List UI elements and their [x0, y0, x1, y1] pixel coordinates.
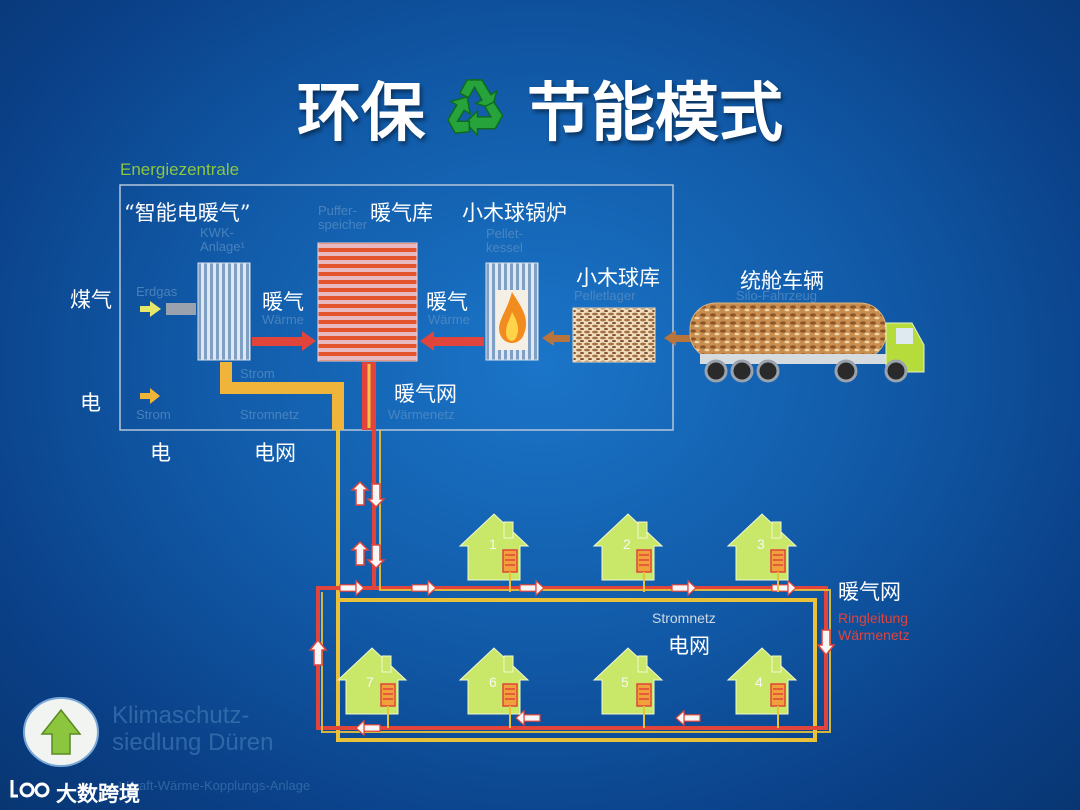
silo-truck: [689, 302, 925, 383]
power-in-arrow: [140, 388, 160, 404]
ring-label-de: Ringleitung Wärmenetz: [838, 610, 910, 643]
pellet-store: [572, 307, 656, 363]
gas-label-cn: 煤气: [70, 288, 112, 312]
power-grid-line: [336, 430, 817, 742]
grid-label-de: Stromnetz: [240, 407, 300, 422]
power-line-inside: [220, 362, 344, 430]
house-7: [337, 647, 407, 728]
chp-label-de: KWK-Anlage¹: [200, 225, 245, 254]
power-in-label-cn: 电: [80, 391, 101, 415]
heat-arrow-1: [252, 331, 316, 351]
pellet-boiler: [485, 262, 539, 361]
pellet-store-cn: 小木球库: [576, 266, 660, 290]
ring-up-arrow: [308, 638, 328, 666]
house-number: 2: [623, 536, 631, 552]
energy-central-frame: [119, 184, 674, 431]
brand-logo-icon: [10, 780, 50, 798]
network-grid-de: Stromnetz: [652, 610, 716, 626]
fuel-arrow-2: [664, 330, 694, 346]
house-number: 1: [489, 536, 497, 552]
chp-unit: [197, 262, 251, 361]
house-arrow-icon: [23, 697, 99, 767]
buffer-label-cn: 暖气库: [370, 201, 433, 225]
logo-text: Klimaschutz-siedlung Düren: [112, 702, 274, 756]
heat1-label-de: Wärme: [262, 312, 304, 327]
heat-arrow-2: [420, 331, 484, 351]
fuel-arrow-1: [542, 330, 570, 346]
power-out-label-cn: 电: [150, 441, 171, 465]
house-number: 5: [621, 674, 629, 690]
heat-ring-line: [316, 430, 828, 730]
heatnet-label-de: Wärmenetz: [388, 407, 455, 422]
gas-label-de: Erdgas: [136, 284, 178, 299]
house-2: [593, 513, 663, 592]
chp-label-cn: “智能电暖气”: [124, 201, 251, 225]
title-left: 环保: [297, 77, 425, 151]
pellet-store-de: Pelletlager: [574, 288, 636, 303]
house-6: [459, 647, 529, 728]
recycle-icon: [447, 79, 504, 138]
house-number: 4: [755, 674, 763, 690]
footnote: ¹ Kraft-Wärme-Kopplungs-Anlage: [118, 778, 311, 793]
watermark-text: 大数跨境: [56, 782, 140, 806]
ring-heatnet-cn: 暖气网: [838, 580, 901, 604]
house-1: [459, 513, 529, 592]
heat1-label-cn: 暖气: [262, 290, 304, 314]
title-right: 节能模式: [527, 77, 783, 151]
house-number: 3: [757, 536, 765, 552]
supply-arrows: [350, 480, 386, 570]
heatnet-label-cn: 暖气网: [394, 382, 457, 406]
house-3: [727, 513, 797, 592]
house-5: [593, 647, 663, 728]
buffer-storage: [317, 242, 418, 362]
house-number: 6: [489, 674, 497, 690]
truck-label-cn: 统舱车辆: [740, 269, 824, 293]
strom-inside-de: Strom: [240, 366, 275, 381]
network-grid-cn: 电网: [668, 634, 710, 658]
gas-arrow: [140, 301, 196, 317]
house-number: 7: [366, 674, 374, 690]
heat2-label-cn: 暖气: [426, 290, 468, 314]
ring-down-arrow: [816, 629, 836, 657]
grid-label-cn: 电网: [254, 441, 296, 465]
buffer-label-de: Puffer-speicher: [318, 203, 368, 232]
boiler-label-cn: 小木球锅炉: [462, 201, 567, 225]
truck-label-de: Silo-Fahrzeug: [736, 288, 817, 303]
energy-central-label: Energiezentrale: [120, 160, 240, 179]
heat2-label-de: Wärme: [428, 312, 470, 327]
power-in-label-de: Strom: [136, 407, 171, 422]
boiler-label-de: Pellet-kessel: [486, 226, 523, 255]
page-title: 环保 节能模式: [0, 62, 1080, 154]
house-4: [727, 647, 797, 728]
heat-line-inside: [362, 362, 376, 430]
